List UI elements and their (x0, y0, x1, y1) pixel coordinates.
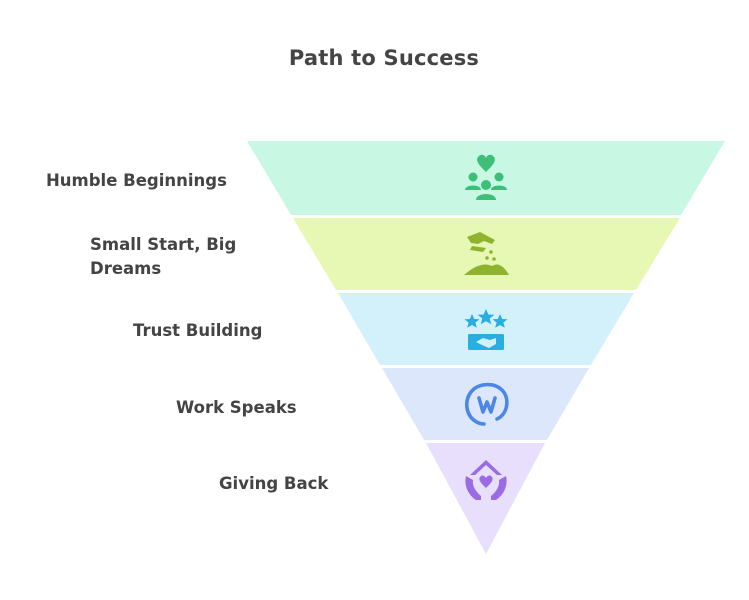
diagram-title: Path to Success (288, 46, 480, 70)
stars-handshake-icon (464, 309, 508, 350)
level-band-trust-building (338, 293, 634, 365)
level-label-trust-building: Trust Building (133, 321, 263, 340)
level-band-small-start (293, 218, 680, 290)
hands-house-heart-icon (465, 460, 507, 500)
level-label-giving-back: Giving Back (219, 474, 329, 493)
community-heart-icon (465, 154, 507, 200)
level-label-small-start: Small Start, Big Dreams (90, 235, 237, 278)
level-label-humble-beginnings: Humble Beginnings (46, 171, 227, 190)
level-band-humble-beginnings (247, 141, 725, 215)
hand-planting-seeds-icon (464, 232, 509, 275)
level-label-work-speaks: Work Speaks (176, 398, 297, 417)
level-band-giving-back (426, 443, 545, 554)
letter-w-circle-icon (465, 382, 509, 426)
